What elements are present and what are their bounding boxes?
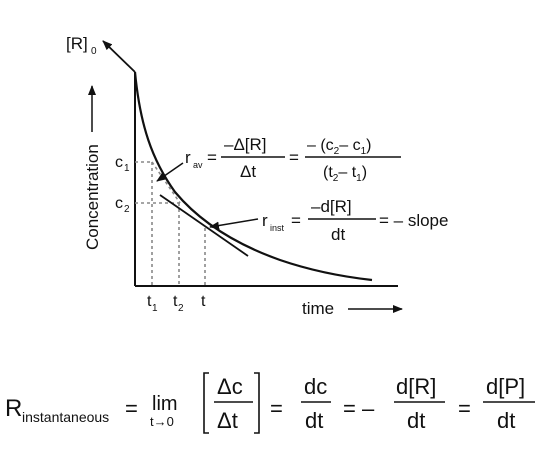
c2-label: c — [115, 195, 123, 212]
t-label: t — [201, 293, 206, 310]
r-inst-num: –d[R] — [311, 197, 352, 216]
t1-subscript: 1 — [152, 303, 158, 314]
eq-equals-3: = – — [343, 396, 375, 421]
r-av-den1: Δt — [240, 162, 256, 181]
r-inst-den: dt — [331, 225, 345, 244]
r-inst-symbol: r — [262, 211, 268, 230]
eq-right-bracket — [254, 372, 260, 434]
t1-label: t — [147, 293, 152, 310]
r0-arrow — [102, 40, 136, 73]
y-axis-label: Concentration — [83, 144, 102, 250]
eq-frac-den: Δt — [217, 408, 238, 433]
eq-lim-subscript: t→0 — [150, 414, 174, 429]
r-av-eq2: = — [289, 148, 299, 167]
r-av-symbol: r — [185, 148, 191, 167]
eq-dR-num: d[R] — [396, 374, 436, 399]
eq-frac-num: Δc — [217, 374, 243, 399]
r0-label: [R] — [66, 34, 88, 53]
eq-dc-num: dc — [304, 374, 327, 399]
r-av-num2: – (c2– c1) — [307, 137, 371, 157]
eq-lim: lim — [152, 393, 178, 415]
eq-R: R — [5, 395, 22, 422]
r-inst-slope: = – slope — [379, 211, 448, 230]
t2-label: t — [173, 293, 178, 310]
r-av-num1: –Δ[R] — [224, 135, 267, 154]
r-inst-eq1: = — [291, 211, 301, 230]
tangent-line — [159, 194, 249, 257]
r0-subscript: 0 — [91, 46, 97, 57]
r-inst-subscript: inst — [270, 223, 285, 233]
dotted-guides — [135, 161, 206, 286]
eq-equals-4: = — [458, 396, 471, 421]
c2-subscript: 2 — [124, 204, 130, 215]
r-av-subscript: av — [193, 160, 203, 170]
bottom-equation: R instantaneous = lim t→0 Δc Δt = dc dt … — [5, 372, 535, 434]
eq-equals-2: = — [270, 396, 283, 421]
eq-dR-den: dt — [407, 408, 425, 433]
t2-subscript: 2 — [178, 303, 184, 314]
eq-dP-num: d[P] — [486, 374, 525, 399]
r-av-eq1: = — [207, 148, 217, 167]
eq-equals-1: = — [125, 396, 138, 421]
c1-subscript: 1 — [124, 163, 130, 174]
x-axis-label: time — [302, 299, 334, 318]
r-inst-arrow — [209, 218, 259, 230]
eq-dP-den: dt — [497, 408, 515, 433]
eq-R-subscript: instantaneous — [22, 409, 109, 425]
r-av-arrow — [156, 162, 184, 182]
r-av-den2: (t2– t1) — [323, 164, 367, 184]
eq-left-bracket — [203, 372, 209, 434]
eq-dc-den: dt — [305, 408, 323, 433]
c1-label: c — [115, 154, 123, 171]
